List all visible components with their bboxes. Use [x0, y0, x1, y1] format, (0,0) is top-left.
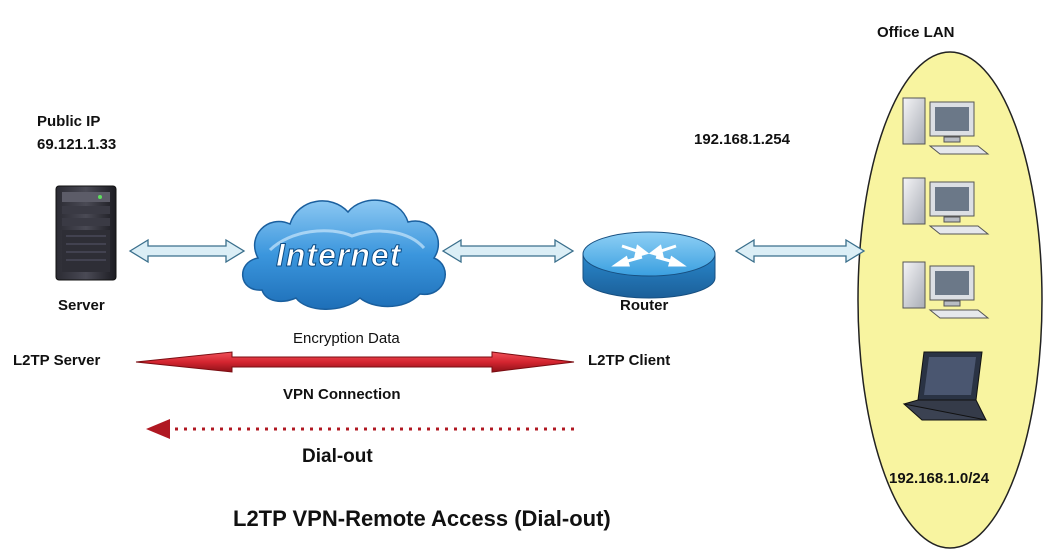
server-icon: [56, 186, 116, 280]
router-icon: [583, 232, 715, 298]
vpn-connection-label: VPN Connection: [283, 386, 401, 403]
diagram-title: L2TP VPN-Remote Access (Dial-out): [233, 506, 611, 532]
link-arrow-server-internet: [130, 240, 244, 262]
vpn-tunnel-arrow: [136, 352, 574, 372]
l2tp-client-label: L2TP Client: [588, 352, 670, 369]
server-name: Server: [58, 297, 105, 314]
router-ip: 192.168.1.254: [694, 131, 790, 148]
encryption-data-label: Encryption Data: [293, 330, 400, 347]
link-arrow-internet-router: [443, 240, 573, 262]
office-lan-label: Office LAN: [877, 24, 955, 41]
public-ip-label: Public IP: [37, 113, 100, 130]
link-arrow-router-lan: [736, 240, 864, 262]
public-ip-value: 69.121.1.33: [37, 136, 116, 153]
internet-label: Internet: [276, 237, 401, 274]
dialout-label: Dial-out: [302, 446, 373, 468]
dialout-arrow: [146, 419, 574, 439]
l2tp-server-label: L2TP Server: [13, 352, 100, 369]
lan-subnet-label: 192.168.1.0/24: [889, 470, 989, 487]
router-name: Router: [620, 297, 668, 314]
